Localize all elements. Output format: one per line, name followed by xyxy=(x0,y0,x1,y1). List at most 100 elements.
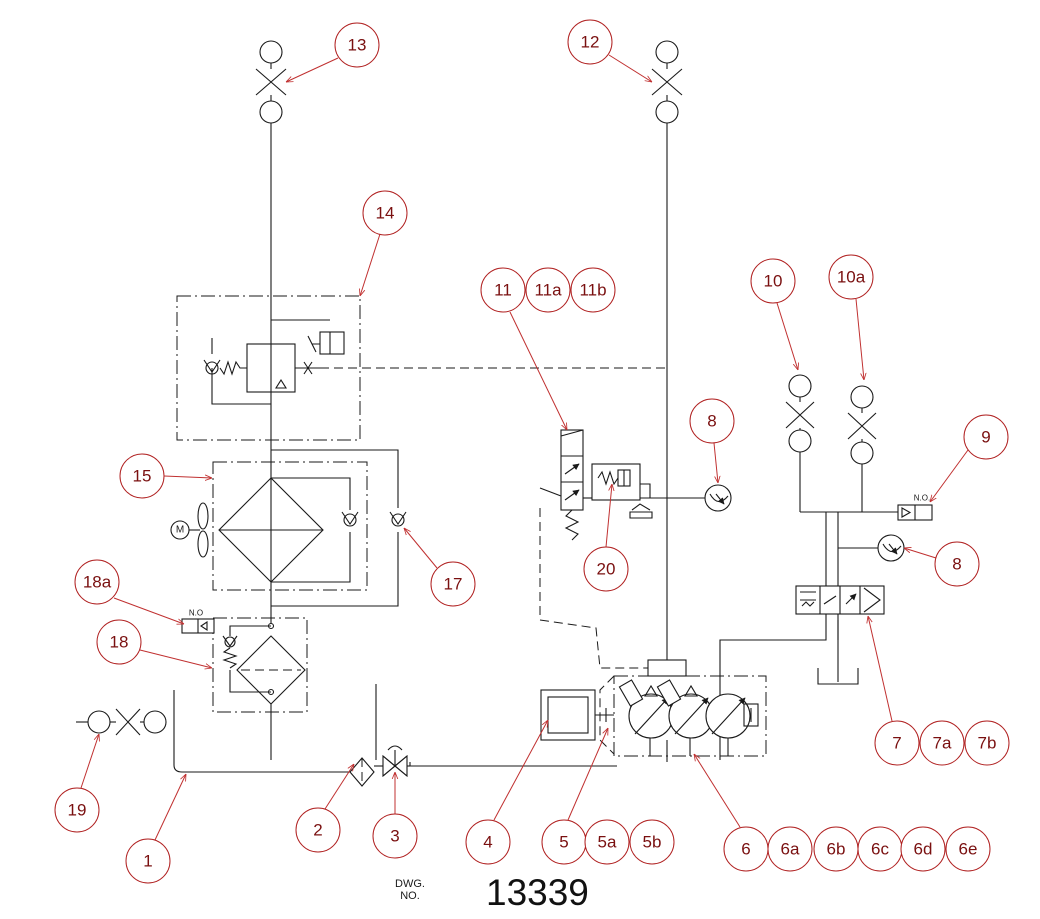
balloon-circle xyxy=(334,22,380,68)
leader-19 xyxy=(80,734,99,789)
balloon-circle xyxy=(945,826,991,872)
pilot-return-line xyxy=(539,508,667,669)
pump-6-comp-a xyxy=(618,679,644,707)
valve-14-spring xyxy=(219,360,247,376)
coupler-10 xyxy=(785,374,815,453)
balloon-6a: 6a xyxy=(767,826,813,872)
hydraulic-lines xyxy=(173,122,898,773)
drawing-number: 13339 xyxy=(486,872,589,913)
balloon-label: 6b xyxy=(827,840,846,859)
filter-18: N.O xyxy=(181,609,308,713)
balloon-7a: 7a xyxy=(919,720,965,766)
balloon-circle xyxy=(480,267,526,313)
balloon-5: 5 xyxy=(541,819,587,865)
strainer-2 xyxy=(349,757,375,787)
balloon-label: 9 xyxy=(981,428,990,447)
coupler-10a xyxy=(847,385,877,465)
balloon-circle xyxy=(900,826,946,872)
bypass-line-upper xyxy=(271,449,399,508)
balloon-11: 11 xyxy=(480,267,526,313)
balloon-19: 19 xyxy=(54,787,100,833)
balloon-label: 2 xyxy=(313,821,322,840)
balloon-15: 15 xyxy=(119,453,165,499)
balloon-label: 18 xyxy=(110,633,129,652)
fan-blade-upper xyxy=(197,502,209,530)
filter-bypass-spring xyxy=(222,647,238,669)
balloon-label: 7b xyxy=(978,734,997,753)
pump-6-header xyxy=(647,659,687,677)
balloon-label: 3 xyxy=(390,827,399,846)
leader-5 xyxy=(567,728,609,821)
balloon-circle xyxy=(125,838,171,884)
balloon-6d: 6d xyxy=(900,826,946,872)
directional-valve-7 xyxy=(795,585,885,615)
balloon-1: 1 xyxy=(125,838,171,884)
check-valve-14-ball xyxy=(205,361,219,375)
balloon-label: 15 xyxy=(133,467,152,486)
balloon-17: 17 xyxy=(430,561,476,607)
balloon-circle xyxy=(430,561,476,607)
leader-10a xyxy=(855,298,864,380)
balloon-10a: 10a xyxy=(828,254,874,300)
filter-bypass-ball xyxy=(224,636,236,648)
balloon-label: 5a xyxy=(598,833,617,852)
balloon-label: 6a xyxy=(781,840,800,859)
leader-9 xyxy=(930,449,969,502)
balloon-circle xyxy=(570,267,616,313)
leader-13 xyxy=(286,57,339,82)
balloon-circle xyxy=(119,453,165,499)
coupler-12 xyxy=(651,40,683,124)
fan-blade-lower xyxy=(197,530,209,558)
leader-8l xyxy=(904,548,937,559)
leader-11 xyxy=(509,311,567,430)
indicator-valve-9: N.O. xyxy=(897,494,933,521)
balloon-7b: 7b xyxy=(964,720,1010,766)
dwg-label-line1: DWG. xyxy=(395,878,425,890)
suction-line-1 xyxy=(173,690,350,773)
balloon-label: 14 xyxy=(376,204,395,223)
balloon-4: 4 xyxy=(465,819,511,865)
balloon-18a: 18a xyxy=(74,559,120,605)
balloon-11b: 11b xyxy=(570,267,616,313)
no-label-9: N.O. xyxy=(914,494,930,503)
balloon-label: 11 xyxy=(494,281,512,300)
valve-14-arrow xyxy=(275,378,287,389)
balloon-12: 12 xyxy=(567,19,613,65)
leader-18 xyxy=(139,649,212,668)
balloon-circle xyxy=(96,619,142,665)
valve-block-14 xyxy=(176,295,361,441)
leader-14 xyxy=(360,233,381,296)
balloon-label: 8 xyxy=(952,555,961,574)
balloon-label: 20 xyxy=(597,560,616,579)
balloon-label: 5b xyxy=(643,833,662,852)
pilot-valve-11 xyxy=(539,429,592,541)
balloon-14: 14 xyxy=(362,190,408,236)
balloon-label: 6c xyxy=(871,840,889,859)
balloon-label: 6 xyxy=(741,840,750,859)
cooler-check-ball xyxy=(343,513,357,527)
balloon-circle xyxy=(828,254,874,300)
balloon-label: 13 xyxy=(348,36,367,55)
balloon-6e: 6e xyxy=(945,826,991,872)
balloon-3: 3 xyxy=(372,813,418,859)
balloon-circle xyxy=(919,720,965,766)
leader-10 xyxy=(776,302,798,370)
leader-8u xyxy=(713,442,718,483)
balloon-circle xyxy=(689,398,735,444)
balloon-label: 6d xyxy=(914,840,933,859)
balloon-8: 8 xyxy=(934,541,980,587)
balloon-18: 18 xyxy=(96,619,142,665)
drawing-number-block: DWG. NO. 13339 xyxy=(395,872,589,913)
balloon-label: 10a xyxy=(837,268,866,287)
check-valve-17 xyxy=(389,511,407,527)
balloon-label: 4 xyxy=(483,833,492,852)
balloon-6b: 6b xyxy=(813,826,859,872)
leader-4 xyxy=(493,720,548,821)
balloon-circle xyxy=(525,267,571,313)
balloon-circle xyxy=(750,258,796,304)
tank-symbol-7 xyxy=(817,668,859,685)
solenoid-14 xyxy=(319,331,345,355)
